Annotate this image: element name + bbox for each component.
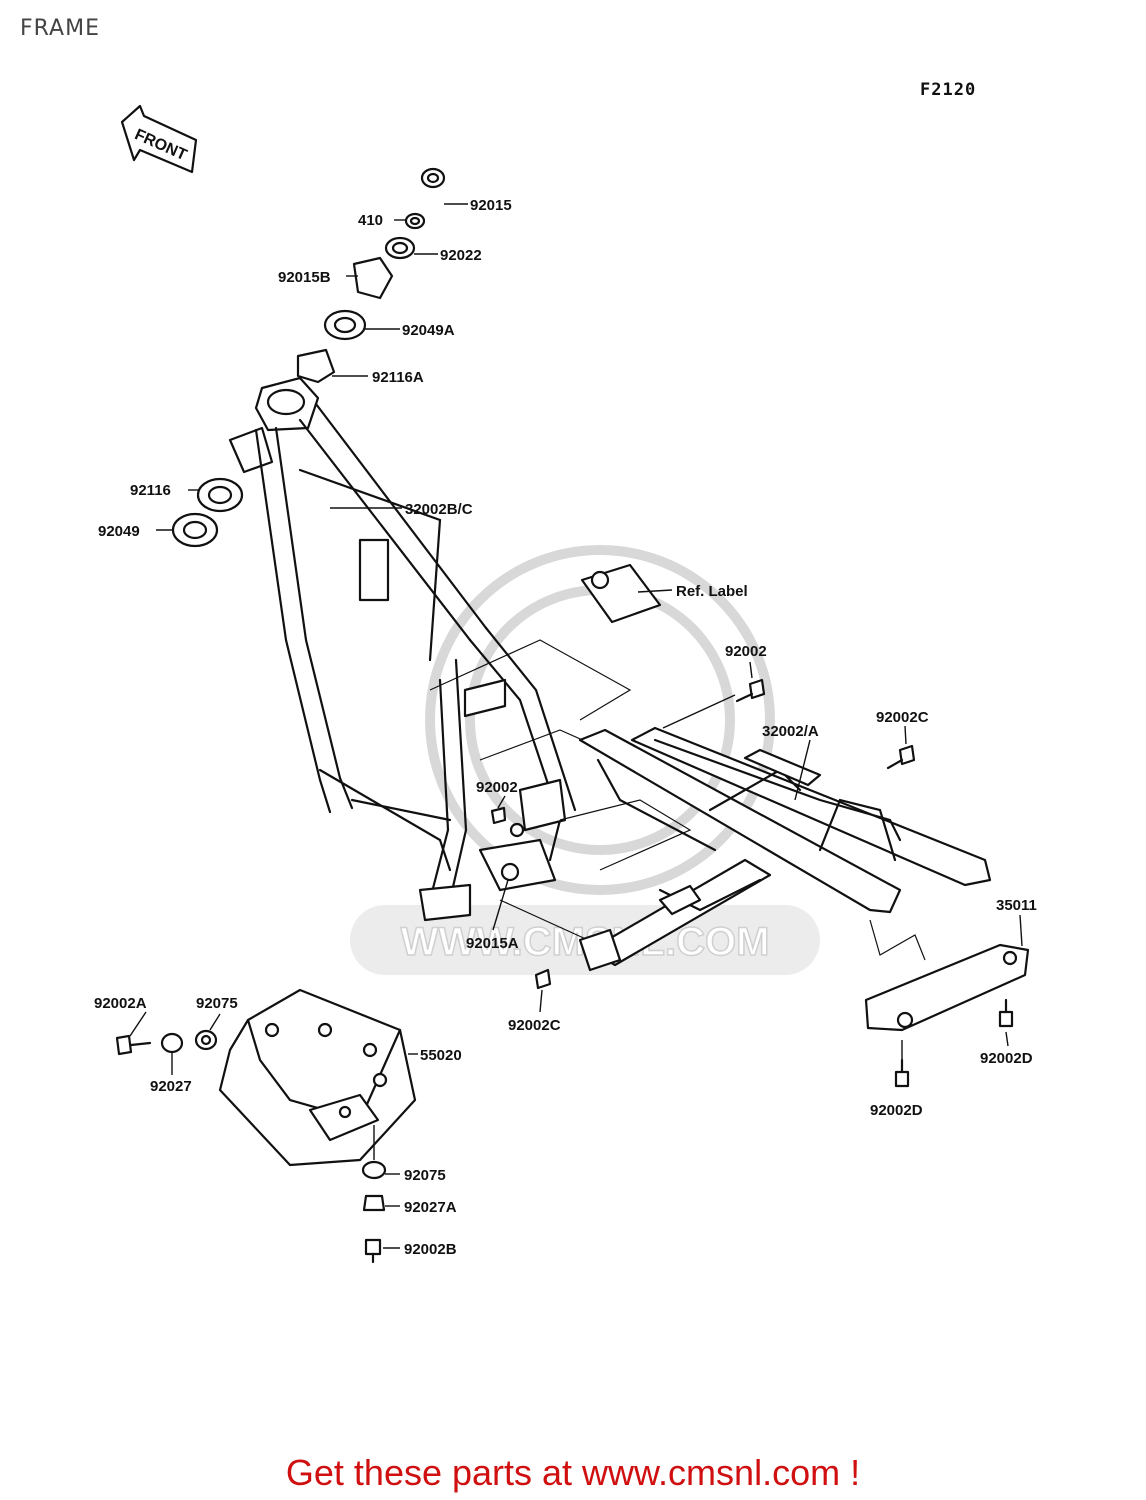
part-label: 92002B [404,1241,457,1258]
part-label: 92022 [440,247,482,264]
part-label: 32002/A [762,723,819,740]
page-title: FRAME [20,16,100,41]
part-label: 92002A [94,995,147,1012]
part-label: 92015B [278,269,331,286]
part-label: 92116A [372,369,424,386]
part-label: 92049 [98,523,140,540]
skid-plate [218,988,417,1167]
watermark-logo: WWW.CMSNL.COM [350,545,820,975]
part-label: 92116 [130,482,171,499]
part-label: 92015A [466,935,519,952]
part-label: 92027A [404,1199,457,1216]
part-label: 410 [358,212,383,229]
part-label: 92002C [508,1017,561,1034]
part-label: 92002C [876,709,929,726]
ref-label-sticker [580,563,673,624]
main-frame [228,376,577,922]
part-label: 92002 [725,643,767,660]
part-label: 92002D [980,1050,1033,1067]
part-label: Ref. Label [676,583,748,600]
part-label: 92002D [870,1102,923,1119]
steering-head-parts [171,167,446,548]
frame-exploded-diagram: WWW.CMSNL.COM FRONT [94,104,1037,1264]
part-label: 92027 [150,1078,192,1095]
rear-bracket [864,943,1030,1032]
bolts [115,678,1014,1264]
footer-promo-link[interactable]: Get these parts at www.cmsnl.com ! [285,1452,861,1493]
leader-lines [129,203,1023,1249]
part-label: 35011 [996,897,1037,914]
part-label: 92075 [196,995,238,1012]
part-label: 92002 [476,779,518,796]
part-label: 32002B/C [405,501,473,518]
front-arrow-icon: FRONT [120,104,198,174]
part-label: 92075 [404,1167,446,1184]
part-labels: 92015 410 92022 92015B 92049A 92116A 921… [94,197,1037,1258]
rear-subframe [578,726,992,972]
part-label: 55020 [420,1047,462,1064]
part-label: 92049A [402,322,455,339]
part-label: 92015 [470,197,512,214]
diagram-code: F2120 [920,80,977,100]
